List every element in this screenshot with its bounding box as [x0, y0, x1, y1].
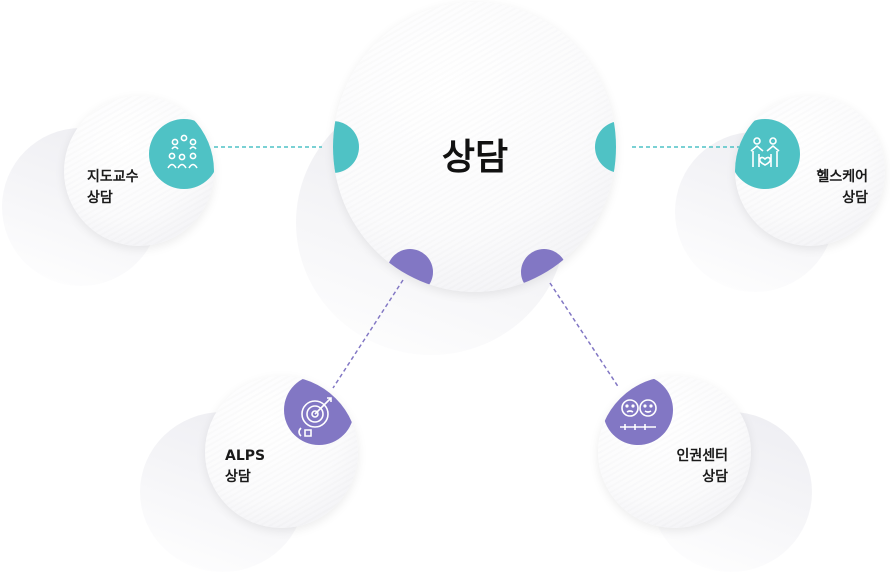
center-accent-right	[595, 121, 616, 173]
healthcare-badge	[735, 119, 800, 189]
healthcare-label-line2: 상담	[842, 190, 868, 206]
node-healthcare[interactable]	[735, 96, 885, 246]
healthcare-label: 헬스케어 상담	[790, 167, 868, 209]
healthcare-label-line1: 헬스케어	[816, 169, 868, 185]
faces-icon	[620, 399, 657, 430]
human-rights-label-line1: 인권센터	[676, 448, 728, 464]
heart-people-icon	[750, 137, 780, 167]
target-dart-icon	[298, 397, 332, 437]
professor-label: 지도교수 상담	[87, 167, 139, 209]
node-alps[interactable]	[205, 376, 358, 528]
center-circle	[333, 2, 616, 292]
professor-label-line2: 상담	[87, 190, 113, 206]
alps-badge	[284, 376, 354, 445]
connector-human-rights	[549, 282, 620, 389]
alps-label: ALPS 상담	[225, 446, 265, 488]
human-rights-label-line2: 상담	[702, 469, 728, 485]
center-accent-left	[333, 121, 359, 173]
center-accent-bottom-right	[521, 249, 567, 292]
alps-label-line2: 상담	[225, 469, 251, 485]
human-rights-badge	[603, 376, 673, 445]
node-professor[interactable]	[64, 96, 214, 246]
human-rights-label: 인권센터 상담	[650, 446, 728, 488]
people-group-icon	[167, 134, 198, 169]
professor-label-line1: 지도교수	[87, 169, 139, 185]
center-accent-bottom-left	[387, 249, 433, 292]
center-accents	[333, 121, 616, 292]
alps-label-line1: ALPS	[225, 448, 266, 464]
professor-badge	[149, 119, 214, 189]
connector-alps	[332, 279, 404, 389]
center-title: 상담	[441, 137, 509, 178]
node-human-rights[interactable]	[598, 376, 751, 528]
